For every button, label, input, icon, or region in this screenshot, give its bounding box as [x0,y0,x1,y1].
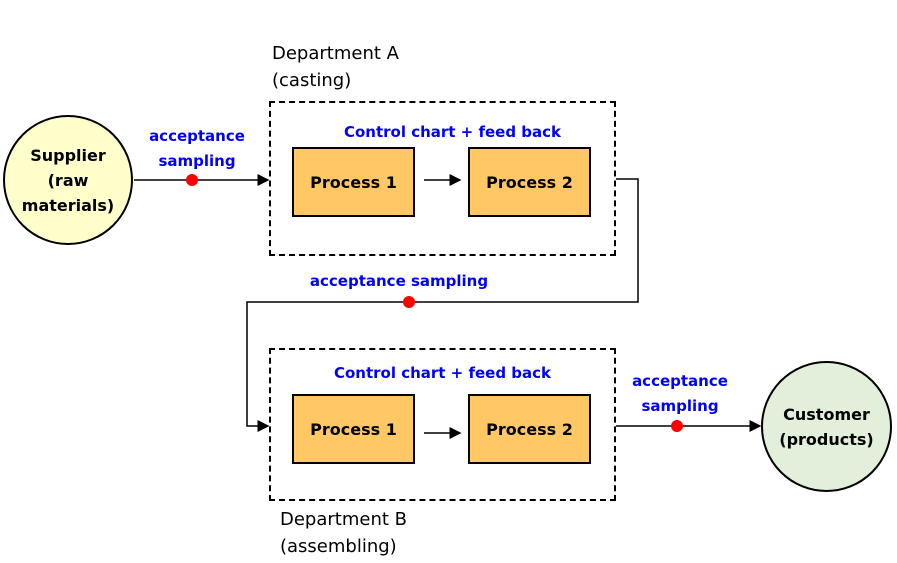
department-a-box [269,101,616,256]
department-b-title: Department B (assembling) [280,506,407,560]
supplier-sampling-line-1: acceptance [149,127,245,145]
department-b-process-1: Process 1 [292,394,415,464]
department-a-process-2: Process 2 [468,147,591,217]
department-a-name: Department A [272,43,399,64]
supplier-line-1: Supplier [30,145,106,165]
department-a-feedback-label: Control chart + feed back [343,123,562,141]
department-b-name: Department B [280,509,407,530]
supplier-line-3: materials) [21,195,115,215]
customer-node: Customer (products) [761,361,892,492]
customer-line-2: (products) [779,429,874,449]
supplier-line-2: (raw [47,170,89,190]
department-b-subtitle: (assembling) [280,536,397,557]
dept-a-to-dept-b-arrow [246,178,639,432]
sampling-point-supplier [186,174,198,186]
department-b-box [269,348,616,501]
department-a-subtitle: (casting) [272,70,352,91]
customer-line-1: Customer [783,404,870,424]
customer-sampling-label: acceptance sampling [620,369,740,419]
supplier-node: Supplier (raw materials) [3,115,133,245]
middle-sampling-label: acceptance sampling [309,272,489,290]
sampling-point-middle [403,296,415,308]
supplier-sampling-line-2: sampling [158,152,236,170]
department-a-title: Department A (casting) [272,40,399,94]
department-b-process-2: Process 2 [468,394,591,464]
department-b-feedback-label: Control chart + feed back [333,364,552,382]
customer-sampling-line-2: sampling [641,397,719,415]
sampling-point-customer [671,420,683,432]
customer-sampling-line-1: acceptance [632,372,728,390]
supplier-sampling-label: acceptance sampling [137,124,257,174]
department-a-process-1: Process 1 [292,147,415,217]
